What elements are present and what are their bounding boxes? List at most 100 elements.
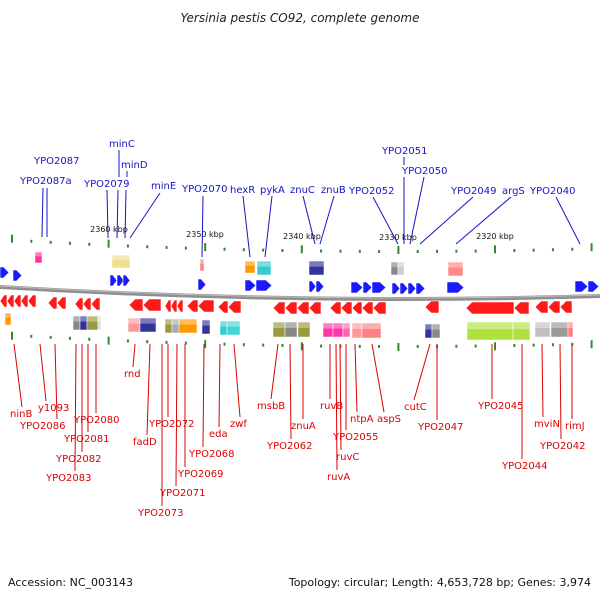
gene-label: YPO2044 [501,461,547,472]
leader-line [132,343,136,368]
reverse-gene-arrow [217,300,229,314]
cog-box-highlight [98,316,101,322]
leader-line [116,189,119,239]
leader-line [175,343,178,487]
forward-leader-lines [41,150,581,258]
reverse-cog-boxes [4,312,574,341]
gene-label: YPO2040 [529,186,575,197]
cog-box-highlight [285,322,297,328]
leader-line [270,343,279,400]
cog-box-highlight [87,316,98,322]
gene-label: znuC [290,185,315,196]
leader-line [41,187,44,238]
reverse-gene-arrow [74,297,84,311]
gene-label: YPO2087 [33,156,79,167]
reverse-gene-arrow [227,300,242,314]
gene-label: rimJ [565,421,585,432]
reverse-gene-arrow [424,300,440,314]
leader-line [372,196,399,245]
reverse-gene-arrow [176,299,184,313]
scale-label: 2320 kbp [476,232,514,241]
leader-line [202,343,205,448]
gene-label: YPO2070 [181,184,227,195]
cog-box-highlight [73,316,80,322]
cog-box [97,315,102,331]
gene-label: YPO2047 [417,422,463,433]
leader-line [413,343,431,401]
cog-box-highlight [568,322,573,328]
gene-label: minC [109,139,135,150]
gene-label: YPO2072 [148,419,194,430]
gene-label: argS [502,186,525,197]
forward-gene-arrow [197,278,207,291]
reverse-gene-arrow [13,294,22,308]
map-title: Yersinia pestis CO92, complete genome [181,11,420,25]
reverse-gene-arrow [82,297,92,311]
cog-box [111,254,131,269]
reverse-gene-arrow [351,301,363,315]
gene-label: cutC [404,402,427,413]
cog-box-highlight [343,323,350,329]
gene-label: znuA [291,421,316,432]
leader-line [354,343,358,413]
forward-gene-arrow [415,282,426,295]
cog-box-highlight [352,323,362,329]
reverse-gene-arrow [186,299,199,313]
reverse-gene-arrow [47,296,58,310]
gene-label: ruvA [327,472,350,483]
gene-label: YPO2042 [539,441,585,452]
reverse-gene-arrow [340,301,353,315]
reverse-gene-arrow [0,294,8,308]
cog-box-highlight [257,261,271,267]
leader-line [289,343,292,440]
gene-label: YPO2082 [55,454,101,465]
reverse-gene-arrow [547,300,561,314]
cog-box-highlight [298,322,310,328]
cog-box [4,312,12,326]
cog-box-highlight [398,262,404,268]
forward-gene-arrow [116,274,125,287]
reverse-gene-arrow [329,301,342,315]
reverse-gene-arrow [284,301,298,315]
scale-label: 2330 kbp [379,233,417,242]
gene-label: YPO2051 [381,146,427,157]
leader-line [13,343,23,408]
cog-box [308,260,325,276]
cog-box-highlight [513,322,530,330]
forward-gene-arrow [244,279,257,292]
gene-label: YPO2062 [266,441,312,452]
reverse-gene-arrow [197,299,215,313]
reverse-gene-arrow [20,294,29,308]
cog-box-highlight [220,321,227,327]
cog-box [534,321,551,338]
gene-label: minD [121,160,148,171]
cog-box [297,321,311,338]
reverse-gene-arrow [6,294,15,308]
gene-label: YPO2080 [73,415,119,426]
scale-label: 2360 kbp [90,225,128,234]
cog-box-highlight [35,252,42,257]
gene-label: YPO2055 [332,432,378,443]
forward-gene-arrow [315,280,325,293]
reverse-gene-arrow [534,300,549,314]
gene-label: YPO2050 [401,166,447,177]
forward-gene-arrow [362,281,373,294]
gene-label: msbB [257,401,285,412]
forward-gene-arrow [109,274,118,287]
gene-label: YPO2081 [63,434,109,445]
cog-box [34,251,43,264]
reverse-gene-arrows [0,294,573,315]
gene-label: ruvB [320,401,343,412]
gene-label: eda [209,429,228,440]
gene-label: hexR [230,185,255,196]
gene-label: YPO2068 [188,449,234,460]
leader-line [302,195,316,245]
reverse-gene-arrow [164,299,172,313]
leader-line [74,343,77,472]
cog-box-highlight [245,261,255,266]
gene-label: znuB [321,185,346,196]
cog-box-highlight [5,313,11,318]
reverse-gene-arrow [142,298,162,312]
leader-line [146,343,151,436]
